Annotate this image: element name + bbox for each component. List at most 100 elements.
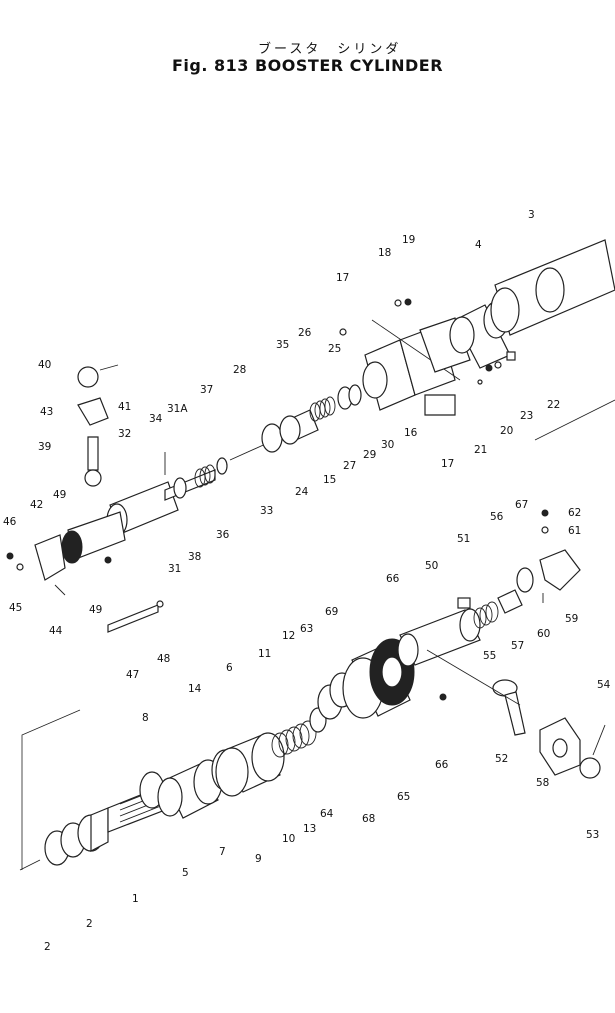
callout-label: 21 (474, 444, 487, 456)
callout-label: 56 (490, 511, 504, 523)
part-59-cap (539, 549, 581, 591)
callout-label: 66 (386, 573, 400, 585)
callout-label: 28 (233, 364, 246, 376)
callout-label: 58 (536, 777, 549, 789)
part-53-nut (579, 757, 601, 779)
callout-label: 11 (258, 648, 271, 660)
right-valve-assembly (397, 509, 581, 706)
callout-label: 23 (520, 410, 533, 422)
callout-label: 4 (475, 239, 482, 251)
callout-label: 32 (118, 428, 131, 440)
callout-label: 31A (167, 403, 188, 415)
callout-label: 24 (295, 486, 309, 498)
part-47-bolt (107, 604, 159, 633)
part-51-tag (457, 597, 471, 609)
part-52-shaft (492, 679, 526, 736)
callout-label: 13 (303, 823, 316, 835)
callout-label: 44 (49, 625, 63, 637)
callout-label: 20 (500, 425, 513, 437)
callout-label: 2 (86, 918, 93, 930)
part-49-nut (104, 556, 112, 564)
callout-label: 50 (425, 560, 438, 572)
part-44-pin (54, 584, 66, 596)
callout-label: 51 (457, 533, 470, 545)
callout-label: 66 (435, 759, 449, 771)
callout-label: 39 (38, 441, 51, 453)
callout-label: 65 (397, 791, 410, 803)
callout-label: 55 (483, 650, 496, 662)
part-23-ring (494, 361, 502, 369)
part-6-head (215, 732, 285, 797)
callout-label: 69 (325, 606, 338, 618)
callout-label: 41 (118, 401, 131, 413)
part-12-spring (271, 720, 317, 758)
callout-label: 59 (565, 613, 578, 625)
upper-cylinder-assembly (279, 239, 615, 445)
callout-label: 19 (402, 234, 415, 246)
callout-label: 40 (38, 359, 51, 371)
figure-title-japanese: ブースタ シリンダ (258, 42, 402, 57)
part-17-plate (424, 394, 456, 416)
callout-label: 27 (343, 460, 356, 472)
part-48-nut (156, 600, 164, 608)
callout-label: 37 (200, 384, 213, 396)
part-67-ring (516, 567, 534, 593)
part-43-link (77, 397, 109, 426)
callout-label: 48 (157, 653, 170, 665)
callout-label: 15 (323, 474, 336, 486)
callout-label: 10 (282, 833, 295, 845)
callout-label: 46 (3, 516, 17, 528)
callout-label: 67 (515, 499, 528, 511)
part-20-nut (485, 364, 493, 372)
part-22-plug (506, 351, 516, 361)
callout-label: 25 (328, 343, 341, 355)
lower-assembly (19, 638, 606, 871)
callout-label: 26 (298, 327, 312, 339)
callout-label: 14 (188, 683, 202, 695)
part-62-ball (541, 509, 549, 517)
part-31-rod (164, 469, 216, 501)
callout-label: 7 (219, 846, 226, 858)
part-17-pin (339, 328, 347, 336)
part-36-ring (216, 457, 228, 475)
part-55-spring (473, 601, 499, 629)
part-66-pin (439, 693, 447, 701)
callout-label: 2 (44, 941, 51, 953)
callout-label: 1 (132, 893, 139, 905)
callout-label: 17 (336, 272, 349, 284)
part-37-spring (194, 464, 216, 488)
callout-label: 38 (188, 551, 201, 563)
callout-label: 5 (182, 867, 189, 879)
part-32-cylinder (61, 481, 179, 564)
callout-label: 47 (126, 669, 139, 681)
part-45-ring (16, 563, 24, 571)
callout-label: 35 (276, 339, 289, 351)
callout-label: 6 (226, 662, 233, 674)
part-54-pin (592, 724, 606, 756)
callout-label: 45 (9, 602, 22, 614)
part-15-spring (309, 396, 336, 422)
callout-label: 12 (282, 630, 295, 642)
callout-label: 17 (441, 458, 454, 470)
callout-label: 49 (53, 489, 66, 501)
callout-label: 3 (528, 209, 535, 221)
part-39-bolt (87, 436, 99, 471)
callout-label: 16 (404, 427, 418, 439)
callout-label: 30 (381, 439, 394, 451)
part-19-ball (404, 298, 412, 306)
part-42-bracket (34, 534, 66, 581)
callout-label: 22 (547, 399, 560, 411)
part-40-nut (77, 366, 99, 388)
part-46-ball (6, 552, 14, 560)
left-cylinder-assembly (6, 364, 283, 633)
figure-title: Fig. 813 BOOSTER CYLINDER (172, 56, 444, 75)
callout-label: 8 (142, 712, 149, 724)
callout-label: 9 (255, 853, 262, 865)
callout-label: 57 (511, 640, 524, 652)
callout-label: 52 (495, 753, 508, 765)
part-56-plug (497, 589, 523, 614)
part-41-pin (99, 364, 119, 371)
callout-label: 68 (362, 813, 375, 825)
callout-label: 63 (300, 623, 313, 635)
